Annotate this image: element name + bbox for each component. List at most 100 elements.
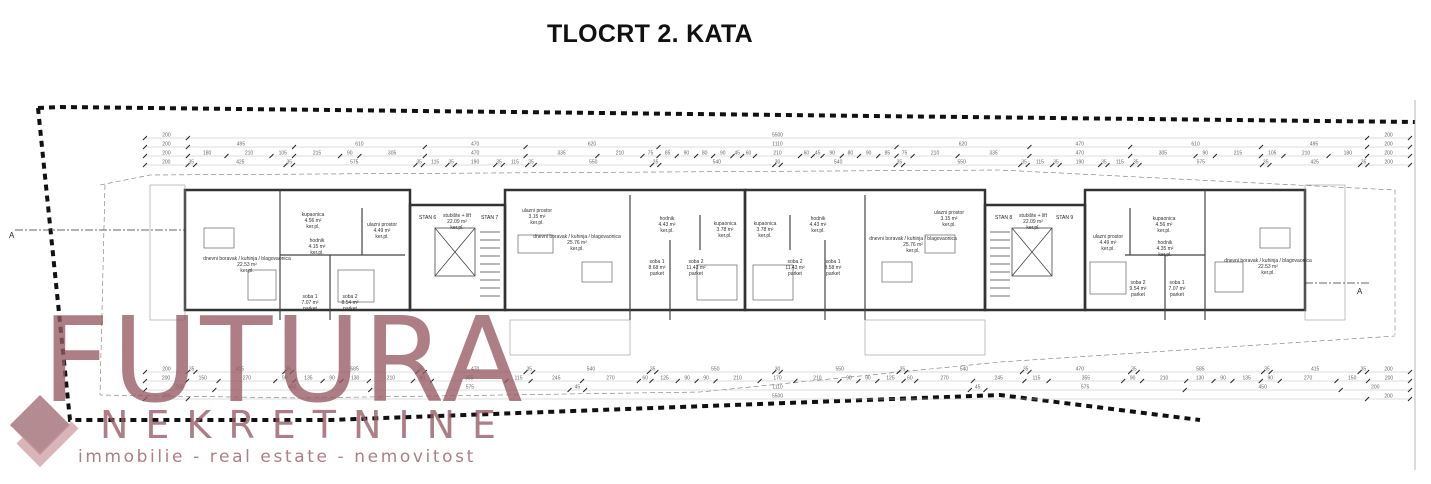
dimension-label: 135	[1242, 376, 1251, 382]
dimension-label: 35	[1053, 160, 1059, 166]
dimension-label: 1110	[772, 385, 783, 391]
dimension-label: 495	[1310, 142, 1319, 148]
dimension-label: 60	[804, 151, 810, 157]
dimension-label: 495	[237, 142, 246, 148]
dimension-label: 85	[665, 151, 671, 157]
dimension-tick	[504, 378, 509, 384]
dimension-tick	[530, 369, 536, 375]
dimension-tick	[1365, 162, 1370, 168]
dimension-label: 470	[471, 367, 480, 373]
dimension-tick	[901, 378, 906, 384]
dimension-label: 200	[1385, 160, 1394, 166]
room-name: ulazni prostor	[521, 208, 553, 214]
room-floor: parket	[826, 271, 840, 277]
dimension-tick	[1183, 378, 1189, 384]
dimension-tick	[894, 153, 899, 159]
dimension-tick	[1139, 378, 1145, 384]
room-name: soba 2	[688, 259, 704, 265]
dimension-tick	[445, 162, 450, 168]
dimension-tick	[1211, 378, 1216, 384]
dimension-tick	[955, 153, 960, 159]
dimension-tick	[1127, 369, 1133, 375]
dimension-label: 60	[907, 376, 913, 382]
dimension-label: 35	[1131, 367, 1137, 373]
room-area: 3.78 m²	[756, 227, 774, 233]
dimension-tick	[713, 378, 718, 384]
dimension-label: 5500	[772, 133, 783, 139]
dimension-label: 305	[1159, 151, 1168, 157]
dimension-tick	[636, 378, 642, 384]
dimension-label: 35	[1361, 367, 1367, 373]
dimension-label: 90	[1130, 376, 1136, 382]
dimension-label: 30	[775, 367, 781, 373]
dimension-tick	[1137, 162, 1142, 168]
dimension-tick	[291, 144, 297, 150]
dimension-label: 125	[660, 376, 669, 382]
dimension-tick	[1135, 369, 1141, 375]
dimension-tick	[893, 162, 899, 168]
room-floor: ker.pl.	[375, 234, 389, 240]
dimension-tick	[192, 162, 198, 168]
dimension-label: 35	[448, 160, 454, 166]
dimension-tick	[532, 162, 538, 168]
dimension-tick	[837, 378, 842, 384]
dimension-tick	[910, 153, 915, 159]
dimension-tick	[900, 162, 906, 168]
dimension-label: 35	[1101, 160, 1107, 166]
dimension-label: 610	[355, 142, 364, 148]
dimension-label: 215	[1234, 151, 1243, 157]
dimension-tick	[654, 369, 659, 375]
dimension-tick	[1230, 378, 1235, 384]
dimension-label: 90	[1267, 376, 1273, 382]
dimension-tick	[967, 387, 973, 393]
stan-label: STAN 6	[419, 215, 437, 221]
room-area: 11.43 m²	[686, 265, 706, 271]
dimension-tick	[142, 387, 148, 393]
room-floor: parket	[343, 306, 357, 312]
room-area: 8.58 m²	[824, 265, 842, 271]
dimension-tick	[646, 369, 652, 375]
room-name: dnevni boravak / kuhinja / blagovaonica	[533, 234, 621, 240]
room-name: soba 1	[825, 259, 841, 265]
room-area: 3.78 m²	[716, 227, 734, 233]
stan-label: STAN 7	[481, 215, 499, 221]
section-marker-left: A	[9, 231, 15, 240]
dimension-tick	[674, 153, 680, 159]
room-area: 4.15 m²	[308, 244, 326, 250]
dimension-tick	[216, 378, 221, 384]
dimension-label: 575	[350, 160, 359, 166]
dimension-label: 115	[1036, 160, 1044, 166]
dimension-label: 575	[1197, 160, 1206, 166]
dimension-label: 585	[350, 367, 359, 373]
dimension-label: 90	[684, 151, 690, 157]
dimension-tick	[1049, 162, 1055, 168]
dimension-label: 90	[420, 376, 426, 382]
dimension-label: 45	[575, 385, 581, 391]
section-marker-right: A	[1357, 287, 1363, 296]
room-name: soba 2	[1130, 280, 1146, 286]
dimension-tick	[410, 378, 416, 384]
dimension-label: 200	[1384, 367, 1393, 373]
dimension-label: 90	[684, 376, 690, 382]
dimension-label: 35	[1021, 160, 1027, 166]
room-floor: ker.pl.	[530, 220, 544, 226]
dimension-tick	[579, 378, 585, 384]
room-area: 3.15 m²	[528, 214, 546, 220]
dimension-label: 5500	[772, 394, 783, 400]
dimension-tick	[414, 369, 420, 375]
dimension-label: 60	[642, 376, 648, 382]
dimension-label: 335	[989, 151, 998, 157]
dimension-tick	[1259, 162, 1265, 168]
dimension-tick	[1365, 378, 1371, 384]
dimension-tick	[1364, 396, 1370, 402]
dimension-label: 540	[960, 367, 969, 373]
dimension-tick	[771, 369, 777, 375]
